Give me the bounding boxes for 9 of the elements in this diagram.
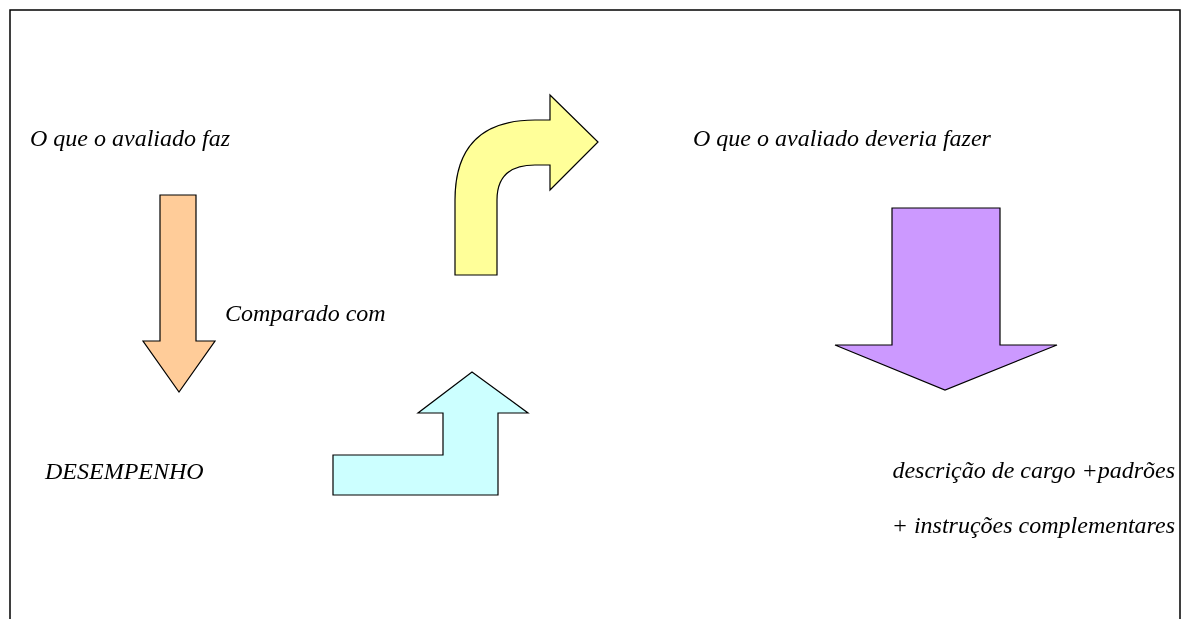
- node-label: descrição de cargo +padrões + instruções complementares: [890, 456, 1175, 540]
- node-label: Comparado com: [225, 299, 387, 328]
- block-arrow: [834, 207, 1058, 391]
- node-label: O que o avaliado faz: [30, 124, 231, 153]
- block-arrow: [454, 94, 599, 276]
- node-label: DESEMPENHO: [45, 457, 205, 486]
- block-arrow: [141, 194, 217, 394]
- node-label: O que o avaliado deveria fazer: [693, 124, 992, 153]
- block-arrow: [332, 371, 530, 496]
